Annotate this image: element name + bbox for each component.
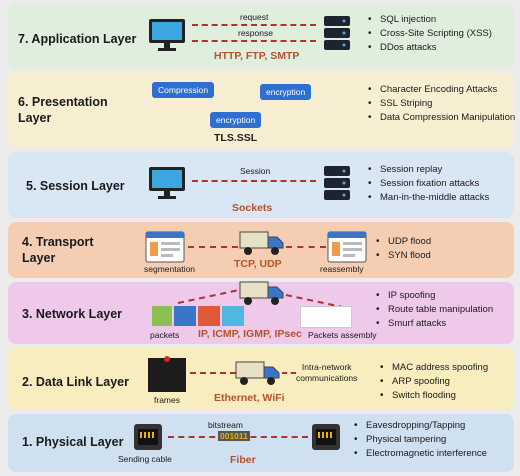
attack-item: Physical tampering [354,434,487,446]
transport-arrow-left [188,246,238,248]
attack-item: UDP flood [376,236,431,248]
network-layer-band: 3. Network Layer packets IP, ICMP, IGMP,… [8,281,514,344]
attacks-list: Character Encoding Attacks SSL Striping … [368,84,520,126]
attack-item: Data Compression Manipulation [368,112,520,124]
intra-line2: communications [296,373,358,383]
response-label: response [238,28,273,38]
protocols: Fiber [230,454,256,466]
bitstream-label: bitstream [208,420,243,430]
layer-name: 1. Physical Layer [22,435,124,449]
attack-item: SYN flood [376,250,431,262]
truck-icon [235,361,280,385]
layer-name-line2: Layer [22,251,56,265]
attacks-list: Session replay Session fixation attacks … [368,164,489,206]
layer-name: 5. Session Layer [26,179,125,193]
attack-item: Man-in-the-middle attacks [368,192,489,204]
attacks-list: Eavesdropping/Tapping Physical tampering… [354,420,487,462]
assembly-box [300,306,352,328]
transport-layer-band: 4. Transport Layer segmentation TCP, UDP… [8,222,514,278]
protocols: TLS.SSL [214,132,258,144]
sending-cable-label: Sending cable [118,454,172,464]
attacks-list: IP spoofing Route table manipulation Smu… [376,290,493,332]
attack-item: IP spoofing [376,290,493,302]
transport-arrow-right [286,246,326,248]
attack-item: Character Encoding Attacks [368,84,520,96]
attack-item: SSL Striping [368,98,520,110]
encryption-pill: encryption [210,112,262,128]
network-arrow-left [177,289,237,304]
datalink-arrow-left [190,372,236,374]
presentation-layer-band: 6. Presentation Layer Compression encryp… [8,72,515,148]
truck-icon [239,281,284,305]
attack-item: MAC address spoofing [380,362,488,374]
intra-line1: Intra-network [301,362,352,372]
attack-item: ARP spoofing [380,376,488,388]
protocols: Sockets [232,202,273,214]
frame-icon [148,356,186,392]
protocols: HTTP, FTP, SMTP [214,50,300,62]
protocols: Ethernet, WiFi [214,392,285,404]
attack-item: Cross-Site Scripting (XSS) [368,28,492,40]
physical-layer-band: 1. Physical Layer Sending cable bitstrea… [8,414,514,472]
attack-item: Route table manipulation [376,304,493,316]
session-arrow [192,180,316,182]
response-arrow [192,40,316,42]
attack-item: Electromagnetic interference [354,448,487,460]
bits-label: 001011 [218,431,250,441]
monitor-icon [149,167,185,199]
attacks-list: SQL injection Cross-Site Scripting (XSS)… [368,14,492,56]
attack-item: Smurf attacks [376,318,493,330]
datalink-arrow-right [282,372,296,374]
attacks-list: MAC address spoofing ARP spoofing Switch… [380,362,488,404]
layer-name-line1: 4. Transport [22,235,94,249]
layer-name: 4. Transport Layer [22,234,94,266]
packets-label: packets [150,330,180,340]
attack-item: SQL injection [368,14,492,26]
browser-window-icon [145,231,185,263]
request-arrow [192,24,316,26]
server-icon [324,166,350,200]
attack-item: DDos attacks [368,42,492,54]
ethernet-port-icon [134,424,162,450]
protocols: TCP, UDP [234,258,282,270]
server-icon [324,16,350,50]
protocols: IP, ICMP, IGMP, IPsec [198,328,302,340]
reassembly-label: reassembly [320,264,364,274]
application-layer-band: 7. Application Layer request response HT… [8,4,514,68]
layer-name: 7. Application Layer [18,32,137,46]
session-label: Session [240,166,271,176]
intra-network-label: Intra-network communications [296,362,357,384]
attack-item: Eavesdropping/Tapping [354,420,487,432]
attack-item: Switch flooding [380,390,488,402]
session-layer-band: 5. Session Layer Session Sockets Session… [8,152,514,218]
attack-item: Session fixation attacks [368,178,489,190]
segmentation-label: segmentation [144,264,196,274]
encryption-pill: encryption [260,84,312,100]
layer-name: 3. Network Layer [22,307,123,321]
request-label: request [240,12,269,22]
ethernet-port-icon [312,424,340,450]
layer-name-line1: 6. Presentation [18,95,108,109]
attacks-list: UDP flood SYN flood [376,236,431,264]
truck-icon [239,231,284,255]
layer-name-line2: Layer [18,111,52,125]
frames-label: frames [154,395,180,405]
layer-name: 2. Data Link Layer [22,375,129,389]
monitor-icon [149,19,185,51]
data-link-layer-band: 2. Data Link Layer frames Intra-network … [8,348,514,410]
compression-pill: Compression [152,82,215,98]
packets-assembly-label: Packets assembly [308,330,377,340]
browser-window-icon [327,231,367,263]
attack-item: Session replay [368,164,489,176]
layer-name: 6. Presentation Layer [18,94,108,126]
packets-icon [152,306,244,326]
